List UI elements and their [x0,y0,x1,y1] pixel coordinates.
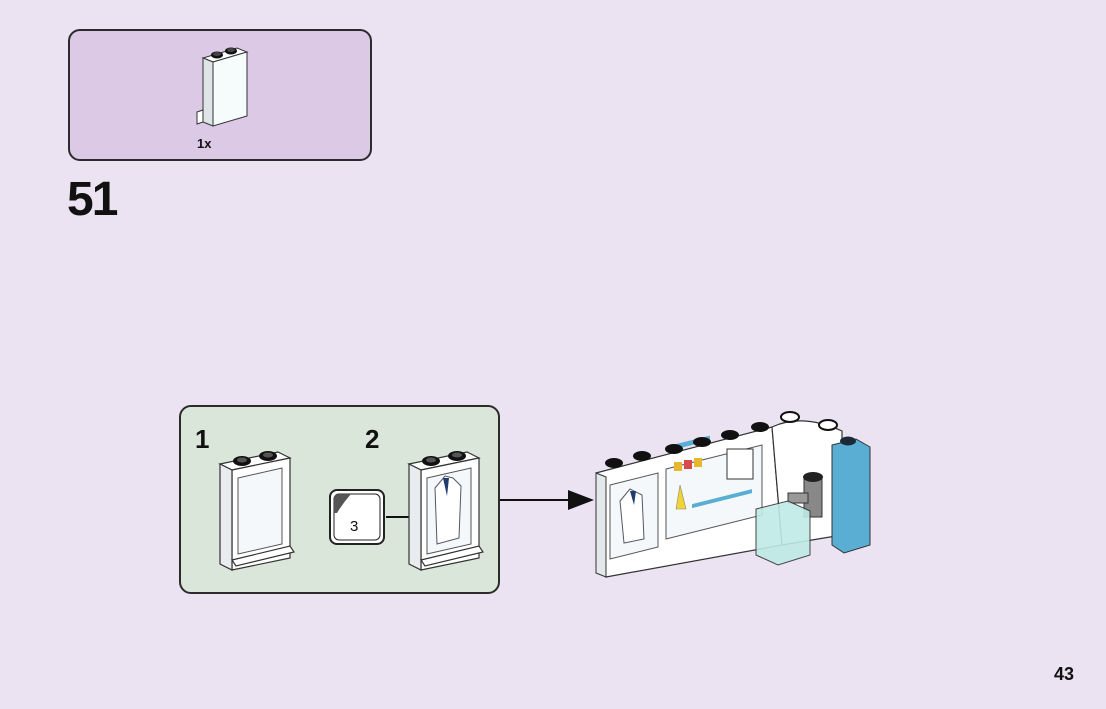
assembly-arrow-icon [500,490,594,510]
part-quantity: 1x [197,136,212,151]
window-frame-icon [218,451,295,571]
substep-1-number: 1 [195,424,210,454]
page-number: 43 [1054,664,1075,684]
substep-2-number: 2 [365,424,380,454]
window-frame-with-coat-icon [407,451,484,571]
step-number: 51 [67,173,118,226]
sticker-number: 3 [350,518,359,535]
lab-counter-model-icon [595,411,871,578]
window-frame-part-icon [196,47,249,127]
sticker-callout-icon [329,489,385,545]
